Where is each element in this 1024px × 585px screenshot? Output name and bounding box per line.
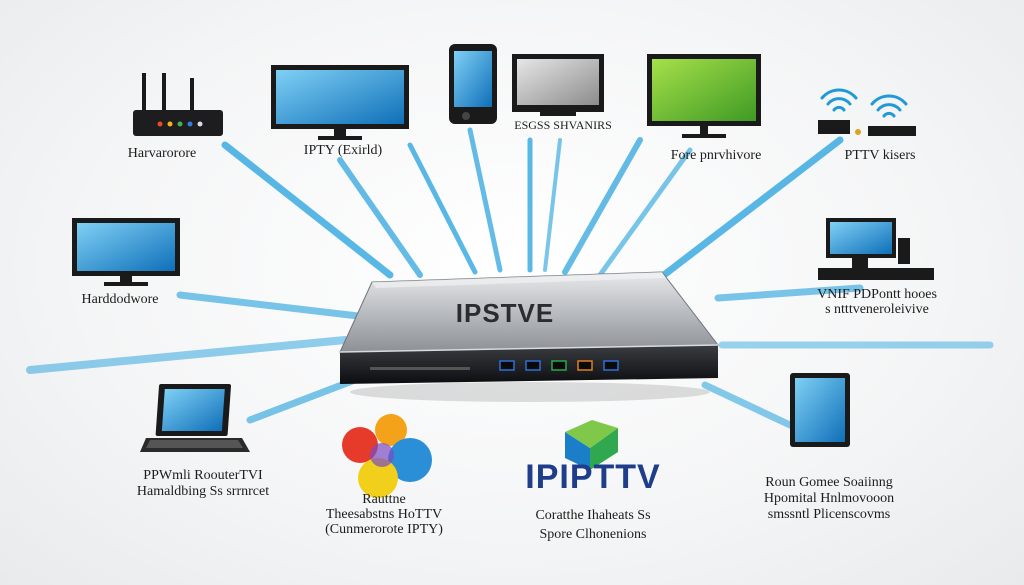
label-bottom-left-1: PPWmli RoouterTVI	[143, 468, 263, 483]
label-bottom-center-3: (Cunmerorote IPTY)	[325, 522, 443, 537]
ray-tablet-2	[467, 127, 503, 273]
hub-port	[551, 360, 567, 371]
label-top-tv: ESGSS SHVANIRS	[514, 118, 612, 132]
desktop-icon	[818, 218, 934, 280]
hub-brand-label: IPSTVE	[456, 298, 554, 328]
iptv-set-top-box: IPSTVE	[339, 271, 719, 402]
port-row	[499, 360, 619, 371]
label-bottom-iptv-1: Coratthe Ihaheats Ss	[535, 508, 651, 523]
tv-icon-green	[647, 54, 761, 138]
iptv-logo-icon	[565, 420, 618, 470]
monitor-icon	[271, 65, 409, 140]
tv-icon	[512, 54, 604, 116]
ray-top-left	[221, 141, 394, 279]
ray-tablet	[407, 142, 478, 275]
label-top-right: PTTV kisers	[844, 148, 916, 163]
tablet-icon-right	[790, 373, 850, 447]
label-bottom-left-2: Hamaldbing Ss srrnrcet	[136, 484, 270, 499]
hub-port	[499, 360, 515, 371]
ray-monitor-top	[337, 157, 423, 278]
ray-mid-left-2	[26, 336, 349, 374]
label-bottom-right-2: Hpomital Hnlmovooon	[763, 491, 895, 506]
label-top-left: Harvarorore	[127, 146, 197, 161]
ray-green-tv-2	[597, 147, 693, 278]
cloud-logo-icon	[342, 414, 432, 498]
label-bottom-center-2: Theesabstns HoTTV	[325, 507, 443, 522]
label-mid-right-2: s ntttveneroleivive	[825, 302, 929, 317]
hub-port	[603, 360, 619, 371]
hub-port	[577, 360, 593, 371]
connection-rays	[26, 127, 994, 429]
label-mid-right-1: VNIF PDPontt hooes	[817, 287, 937, 302]
wifi-icon	[820, 88, 908, 118]
monitor-icon-left	[72, 218, 180, 286]
label-bottom-center-1: Rauttne	[362, 492, 406, 507]
router-icon	[133, 73, 223, 136]
label-top-green-tv: Fore pnrvhivore	[670, 148, 762, 163]
ray-bottom-right	[701, 381, 794, 429]
ray-tv-small-2	[543, 138, 562, 272]
label-bottom-iptv-2: Spore Clhonenions	[539, 527, 647, 542]
iptv-brand-text: IPIPTTV	[525, 458, 661, 496]
ray-laptop	[246, 374, 364, 424]
tablet-icon	[449, 44, 497, 124]
label-bottom-right-1: Roun Gomee Soaiinng	[765, 475, 893, 490]
label-mid-left: Harddodwore	[81, 292, 159, 307]
ray-green-tv	[562, 137, 643, 275]
ray-mid-left	[176, 291, 379, 322]
hub-port	[525, 360, 541, 371]
wifi-boxes	[818, 120, 916, 136]
label-top-monitor: IPTY (Exirld)	[303, 143, 383, 158]
ray-mid-right	[714, 284, 864, 302]
ray-wifi	[656, 136, 844, 282]
laptop-icon	[140, 384, 250, 452]
label-bottom-right-3: smssntl Plicenscovms	[767, 507, 891, 522]
